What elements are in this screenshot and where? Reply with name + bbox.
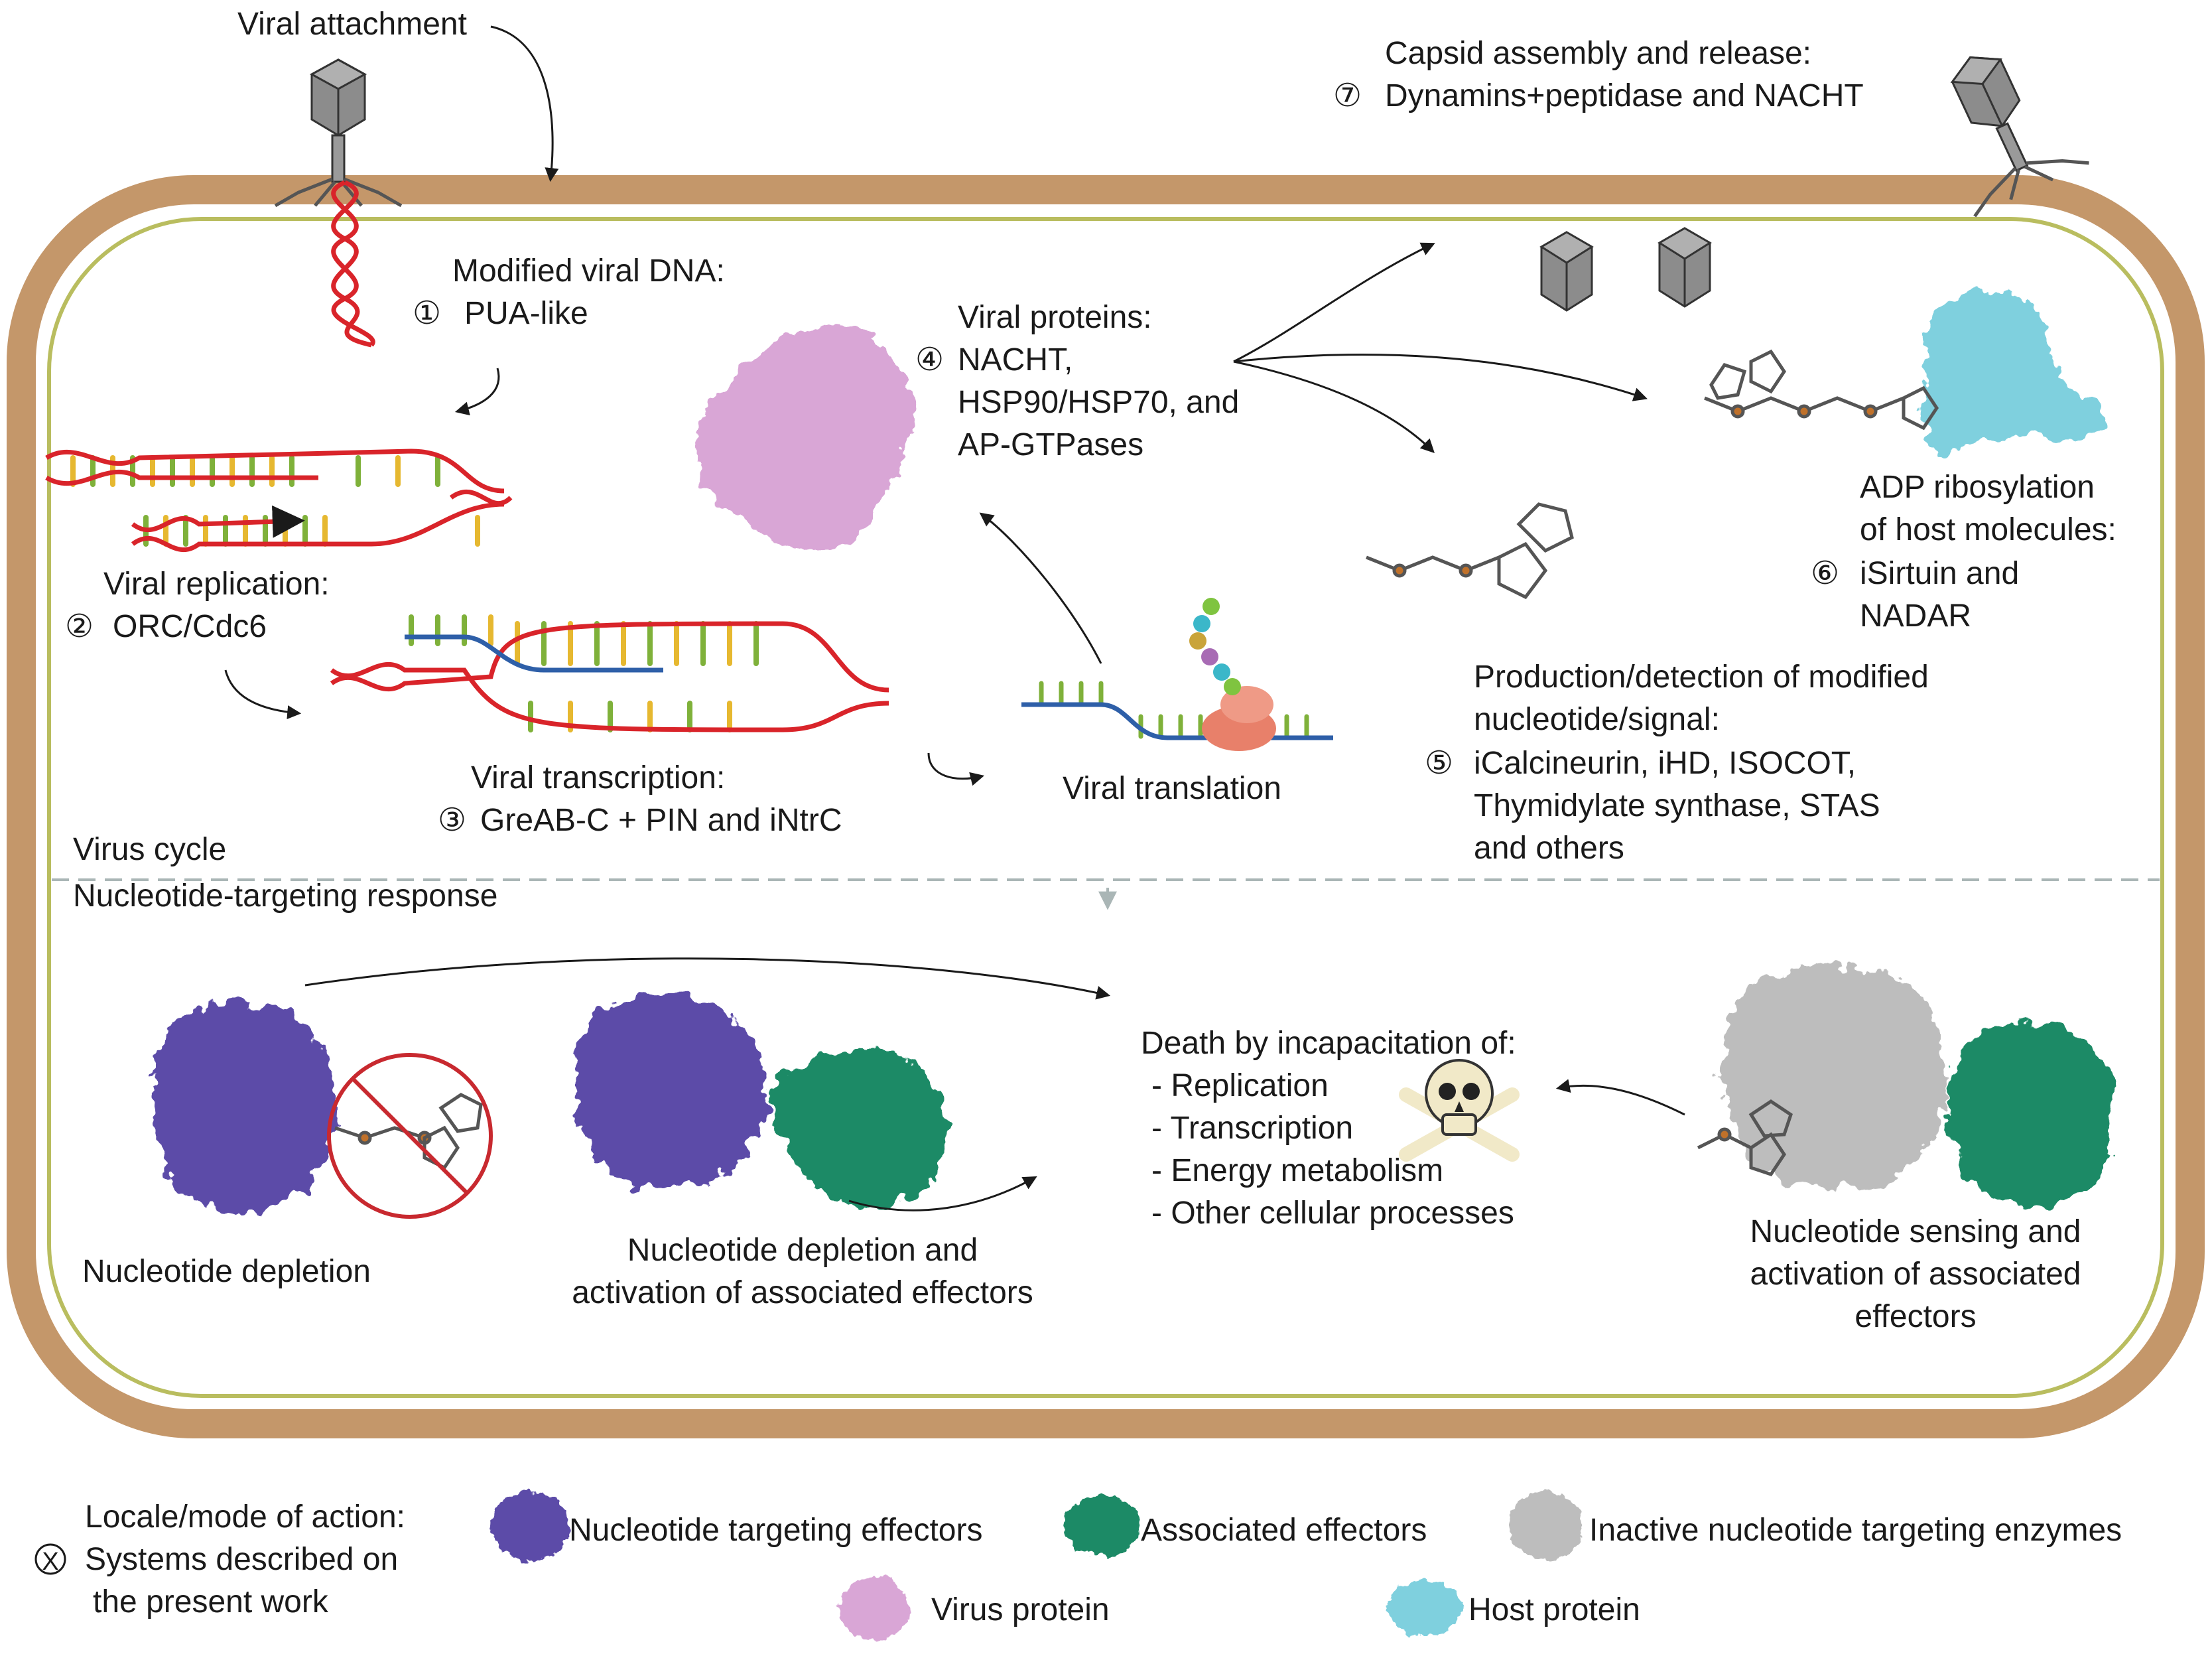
nucleotide-icon (1697, 1099, 1793, 1176)
death-title: Death by incapacitation of: (1141, 1026, 1516, 1061)
viral-attachment-label: Viral attachment (237, 7, 467, 42)
legend-swatch-associated (1064, 1495, 1141, 1556)
legend-item-nte: Nucleotide targeting effectors (569, 1513, 982, 1548)
adp-ribosylation-line4: NADAR (1860, 598, 1971, 634)
legend-item-virus: Virus protein (931, 1592, 1110, 1627)
death-item: - Transcription (1151, 1111, 1353, 1146)
legend-swatch-nte (491, 1491, 570, 1560)
replication-marker: ② (65, 609, 94, 644)
legend-marker: X (42, 1548, 58, 1576)
legend-item-inactive: Inactive nucleotide targeting enzymes (1589, 1513, 2122, 1548)
transcription-systems: GreAB-C + PIN and iNtrC (480, 803, 842, 838)
adp-ribosylation-line1: ADP ribosylation (1860, 470, 2095, 505)
death-item: - Energy metabolism (1151, 1153, 1443, 1188)
legend-swatch-inactive (1508, 1491, 1583, 1560)
cell-membrane (47, 217, 2164, 1398)
viral-proteins-line1: NACHT, (958, 342, 1073, 378)
sensing-line1: Nucleotide sensing and (1750, 1214, 2081, 1249)
flow-arrows (224, 25, 1685, 1211)
capsid-assembly-systems: Dynamins+peptidase and NACHT (1385, 78, 1864, 113)
nucleotide-targeting-effector-icon (153, 1002, 337, 1214)
translation-label: Viral translation (1063, 771, 1281, 806)
viral-proteins-marker: ④ (915, 342, 944, 378)
inactive-enzyme-icon (1722, 964, 1948, 1190)
sensing-line2: activation of associated (1750, 1257, 2081, 1292)
nucleotide-signal-marker: ⑤ (1425, 746, 1453, 781)
transcription-marker: ③ (438, 803, 466, 838)
nucleotide-signal-line1: Production/detection of modified (1474, 659, 1929, 695)
transcription-bubble-icon (330, 614, 889, 732)
modified-dna-title: Modified viral DNA: (452, 253, 725, 289)
skull-crossbones-icon (1399, 1059, 1520, 1162)
legend-item-host: Host protein (1468, 1592, 1640, 1627)
nucleotide-signal-line3: iCalcineurin, iHD, ISOCOT, (1474, 746, 1856, 781)
replication-fork-icon (45, 448, 513, 553)
viral-proteins-title: Viral proteins: (958, 300, 1152, 335)
nucleotide-icon (1366, 502, 1574, 600)
legend: Locale/mode of action: X Systems describ… (34, 1491, 2122, 1640)
host-protein-icon (1921, 290, 2105, 452)
nucleotide-signal-line4: Thymidylate synthase, STAS (1474, 788, 1880, 823)
death-item: - Replication (1151, 1068, 1329, 1103)
viral-proteins-line3: AP-GTPases (958, 427, 1143, 462)
replication-systems: ORC/Cdc6 (113, 609, 267, 644)
capsid-assembly-marker: ⑦ (1333, 78, 1362, 113)
adp-ribosylation-line3: iSirtuin and (1860, 556, 2019, 591)
no-sign-icon (327, 1053, 493, 1219)
capsid-icon (1658, 227, 1711, 308)
legend-swatch-host (1388, 1580, 1462, 1636)
adp-ribosylation-line2: of host molecules: (1860, 512, 2116, 547)
viral-proteins-line2: HSP90/HSP70, and (958, 385, 1239, 420)
legend-line1: Locale/mode of action: (85, 1499, 405, 1535)
legend-line2: Systems described on (85, 1542, 398, 1577)
legend-line3: the present work (93, 1584, 329, 1620)
legend-swatch-virus (840, 1576, 909, 1640)
nucleotide-signal-line2: nucleotide/signal: (1474, 702, 1720, 737)
associated-effector-icon (1947, 1022, 2115, 1207)
translation-icon (1021, 598, 1333, 751)
response-label: Nucleotide-targeting response (73, 878, 497, 914)
virus-cycle-label: Virus cycle (73, 832, 226, 867)
capsid-assembly-title: Capsid assembly and release: (1385, 36, 1811, 71)
nucleotide-icon (1704, 349, 1939, 431)
capsid-icon (1540, 231, 1593, 312)
nucleotide-targeting-effector-icon (577, 996, 767, 1190)
virus-protein-icon (696, 326, 916, 551)
legend-item-associated: Associated effectors (1141, 1513, 1427, 1548)
replication-title: Viral replication: (103, 567, 330, 602)
depletion-activation-line1: Nucleotide depletion and (627, 1233, 978, 1268)
sensing-line3: effectors (1854, 1299, 1976, 1334)
cell-wall (7, 175, 2205, 1438)
nucleotide-signal-line5: and others (1474, 831, 1624, 866)
depletion-label: Nucleotide depletion (82, 1254, 371, 1289)
modified-dna-marker: ① (413, 296, 441, 331)
modified-dna-systems: PUA-like (464, 296, 588, 331)
adp-ribosylation-marker: ⑥ (1811, 556, 1839, 591)
depletion-activation-line2: activation of associated effectors (572, 1275, 1033, 1310)
death-item: - Other cellular processes (1151, 1196, 1514, 1231)
transcription-title: Viral transcription: (471, 760, 725, 795)
injected-dna-icon (331, 180, 375, 348)
associated-effector-icon (769, 1046, 946, 1209)
